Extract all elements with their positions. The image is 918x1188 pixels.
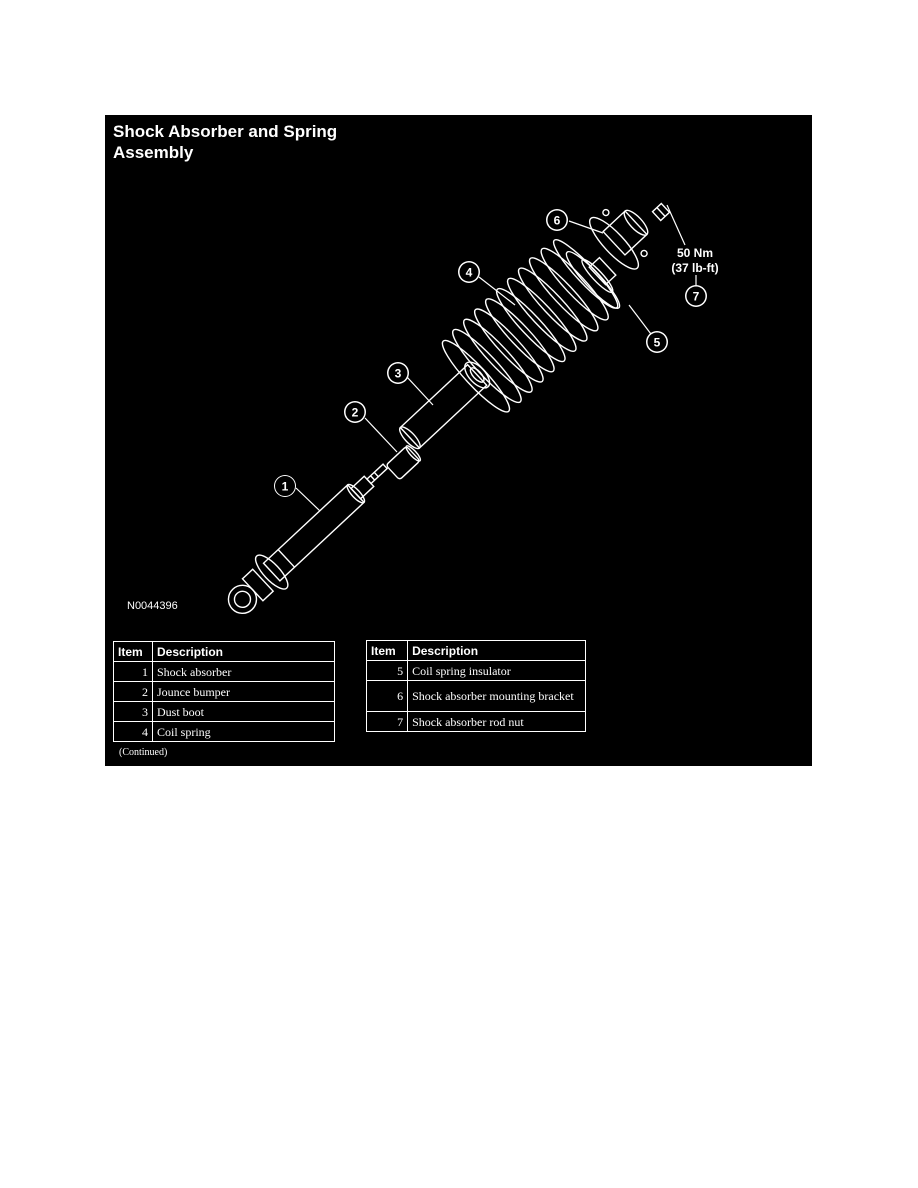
shock-absorber-drawing bbox=[227, 463, 389, 615]
mounting-bracket-drawing bbox=[589, 208, 649, 270]
items-table-right: Item Description 5 Coil spring insulator… bbox=[365, 640, 586, 732]
table-row: 6 Shock absorber mounting bracket bbox=[365, 680, 586, 712]
callout-5-label: 5 bbox=[654, 336, 661, 350]
callout-2-label: 2 bbox=[352, 406, 359, 420]
items-table-left: Item Description 1 Shock absorber 2 Joun… bbox=[113, 641, 335, 742]
item-description: Dust boot bbox=[152, 701, 335, 722]
callout-7: 7 bbox=[685, 285, 707, 307]
torque-value: 50 Nm bbox=[677, 246, 713, 260]
callout-3: 3 bbox=[387, 362, 409, 384]
item-number: 4 bbox=[113, 721, 153, 742]
figure-panel: Shock Absorber and Spring Assembly bbox=[105, 115, 812, 766]
coil-spring-drawing bbox=[441, 238, 619, 413]
figure-title-line-1: Shock Absorber and Spring bbox=[113, 122, 338, 141]
figure-title: Shock Absorber and Spring Assembly bbox=[113, 121, 337, 163]
table-row: 3 Dust boot bbox=[113, 701, 335, 722]
item-description: Shock absorber mounting bracket bbox=[407, 680, 586, 712]
jounce-bumper-drawing bbox=[386, 445, 422, 480]
column-header-description: Description bbox=[152, 641, 335, 662]
leader-lines bbox=[295, 204, 697, 512]
coil-spring-insulator-drawing bbox=[565, 250, 621, 310]
item-description: Coil spring bbox=[152, 721, 335, 742]
figure-id: N0044396 bbox=[127, 600, 178, 612]
item-number: 7 bbox=[365, 711, 409, 732]
item-number: 5 bbox=[365, 660, 409, 681]
callout-5: 5 bbox=[646, 331, 668, 353]
callout-2: 2 bbox=[344, 401, 366, 423]
column-header-item: Item bbox=[113, 641, 153, 662]
table-row: 4 Coil spring bbox=[113, 721, 335, 742]
table-row: 7 Shock absorber rod nut bbox=[365, 711, 586, 732]
callout-7-label: 7 bbox=[693, 290, 700, 304]
figure-title-line-2: Assembly bbox=[113, 143, 194, 162]
item-description: Shock absorber bbox=[152, 661, 335, 682]
callout-6: 6 bbox=[546, 209, 568, 231]
exploded-assembly-diagram: 1 2 3 4 5 6 7 bbox=[127, 202, 719, 615]
column-header-item: Item bbox=[365, 640, 409, 661]
table-row: 2 Jounce bumper bbox=[113, 681, 335, 702]
table-row: 5 Coil spring insulator bbox=[365, 660, 586, 681]
item-number: 1 bbox=[113, 661, 153, 682]
callout-1-label: 1 bbox=[282, 480, 289, 494]
rod-nut-drawing bbox=[651, 202, 671, 222]
callout-4: 4 bbox=[458, 261, 480, 283]
callout-4-label: 4 bbox=[466, 266, 473, 280]
callout-6-label: 6 bbox=[554, 214, 561, 228]
item-description: Jounce bumper bbox=[152, 681, 335, 702]
table-header-row: Item Description bbox=[365, 640, 586, 661]
item-description: Shock absorber rod nut bbox=[407, 711, 586, 732]
table-header-row: Item Description bbox=[113, 641, 335, 662]
callout-1: 1 bbox=[274, 475, 296, 497]
continued-note: (Continued) bbox=[119, 747, 168, 758]
item-number: 3 bbox=[113, 701, 153, 722]
item-number: 6 bbox=[365, 680, 409, 712]
table-row: 1 Shock absorber bbox=[113, 661, 335, 682]
callout-3-label: 3 bbox=[395, 367, 402, 381]
column-header-description: Description bbox=[407, 640, 586, 661]
item-number: 2 bbox=[113, 681, 153, 702]
item-description: Coil spring insulator bbox=[407, 660, 586, 681]
torque-value-imperial: (37 lb-ft) bbox=[671, 261, 718, 275]
